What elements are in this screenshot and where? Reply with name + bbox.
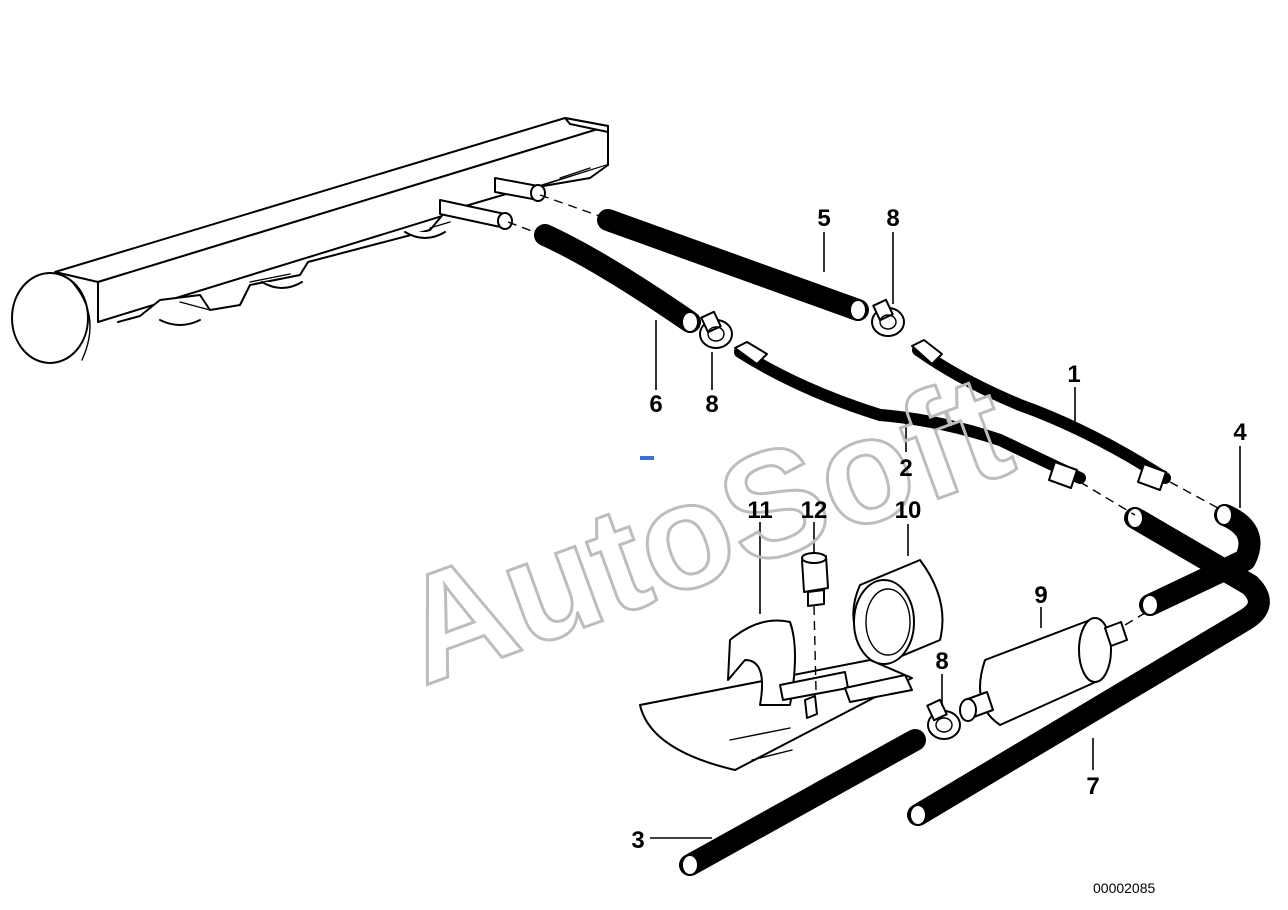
rail-nipples	[439, 177, 546, 230]
callout-11: 11	[747, 497, 772, 524]
callout-8b: 8	[705, 391, 718, 418]
bolt	[801, 552, 829, 607]
hose-4	[1139, 504, 1261, 616]
callout-9: 9	[1034, 582, 1047, 609]
document-number: 00002085	[1093, 880, 1156, 896]
callout-5: 5	[817, 205, 830, 232]
callout-1: 1	[1067, 361, 1080, 388]
callout-7: 7	[1086, 773, 1099, 800]
callout-4: 4	[1233, 419, 1247, 446]
leader-lines	[650, 232, 1241, 839]
callout-3: 3	[631, 827, 644, 854]
callout-labels: 1 2 3 4 5 6 7 8 8 8 9 10 11 12	[631, 205, 1247, 854]
hose-clamp-upper-left	[699, 310, 733, 349]
hose-3	[679, 729, 926, 876]
rubber-ring	[852, 559, 944, 666]
callout-6: 6	[649, 391, 662, 418]
callout-2: 2	[899, 455, 912, 482]
callout-12: 12	[801, 497, 828, 524]
hose-5	[597, 209, 869, 321]
watermark-text: AutoSoft	[377, 341, 1029, 715]
assembly-lines	[507, 194, 1219, 691]
watermark: AutoSoft	[376, 340, 1031, 717]
hose-clamp-upper-right	[871, 298, 905, 337]
hose-7	[907, 507, 1270, 826]
hose-clamp-lower	[926, 698, 961, 740]
callout-8c: 8	[935, 648, 948, 675]
callout-10: 10	[895, 497, 922, 524]
fuel-line-1	[911, 339, 1171, 491]
filter-holder	[639, 619, 913, 771]
fuel-rail	[11, 117, 609, 364]
blue-marker	[640, 456, 654, 460]
callout-8a: 8	[886, 205, 899, 232]
fuel-filter	[959, 617, 1128, 726]
fuel-line-2	[734, 341, 1086, 489]
hose-6	[534, 224, 701, 333]
